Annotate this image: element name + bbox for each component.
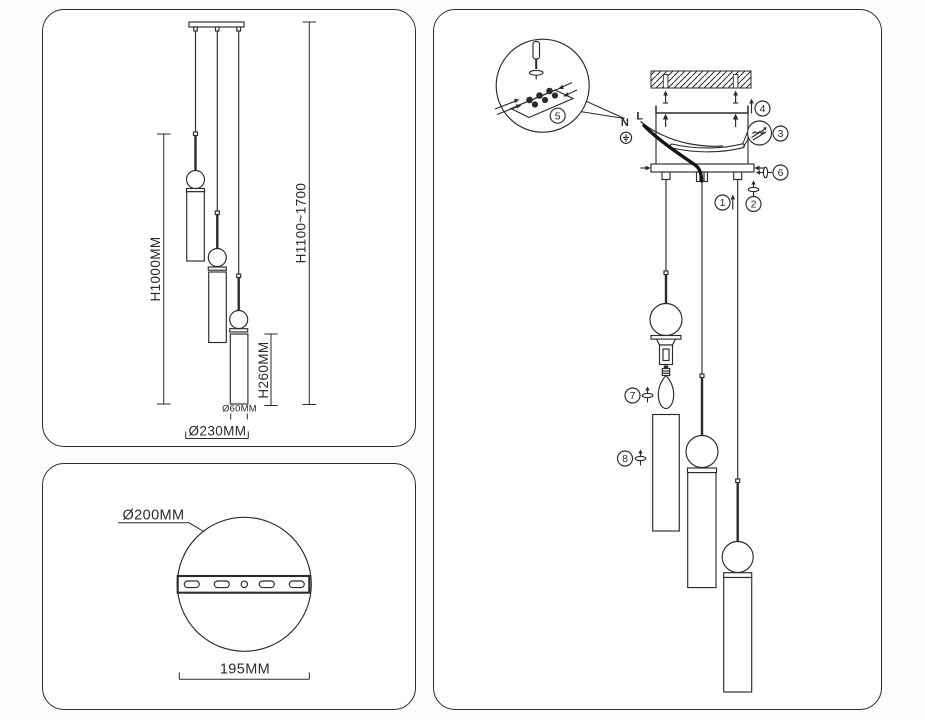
callout-3: 3: [772, 125, 789, 142]
spec-drawing: H1000MM H1100~1700 H260MM Ø60MM Ø230MM: [148, 21, 316, 439]
callout-5: 5: [549, 107, 566, 124]
dim-label-d60: Ø60MM: [222, 404, 257, 415]
pendant-left-exploded: [649, 270, 683, 532]
wire-label-neutral: N: [621, 117, 629, 129]
lamp-socket: [658, 344, 674, 366]
callout-2: 2: [745, 180, 762, 213]
dim-shade-diameter: Ø60MM: [222, 404, 257, 420]
svg-text:3: 3: [778, 128, 784, 140]
callout-6: 6: [756, 164, 789, 181]
suspension-cables: [194, 31, 240, 277]
bulb-base: [663, 365, 669, 369]
dim-label-d230: Ø230MM: [189, 424, 247, 439]
dim-overall-height: H1100~1700: [294, 21, 316, 405]
dim-label-h1000: H1000MM: [148, 236, 163, 301]
canopy-body: [640, 113, 765, 183]
dim-label-195: 195MM: [220, 662, 270, 678]
pendant-middle: [685, 373, 719, 589]
ceiling-hatch: [650, 70, 752, 89]
terminal-detail-circle: 5: [494, 38, 625, 133]
dim-plate-diameter: Ø200MM: [118, 508, 205, 533]
suspension-cables: [665, 179, 739, 479]
screwdriver-icon: [532, 40, 541, 69]
mounting-bracket: [655, 105, 749, 127]
screw-turn-icon: [756, 166, 772, 179]
callout-8: 8: [616, 449, 647, 467]
wire-label-live: L: [636, 110, 643, 122]
screw-turn-icon: [641, 386, 654, 403]
assembly-panel: N L: [433, 9, 882, 710]
svg-text:5: 5: [555, 110, 561, 122]
plate-panel: Ø200MM 195MM: [42, 463, 416, 710]
spec-panel: H1000MM H1100~1700 H260MM Ø60MM Ø230MM: [42, 9, 416, 447]
center-hole: [240, 580, 249, 589]
svg-text:4: 4: [760, 103, 766, 115]
svg-text:1: 1: [720, 197, 726, 209]
canopy-bar: [188, 21, 245, 32]
dim-label-d200: Ø200MM: [122, 508, 184, 524]
pendant-right: [229, 273, 249, 405]
dim-shade-height: H260MM: [256, 333, 278, 406]
dim-label-h260: H260MM: [256, 341, 271, 398]
svg-text:2: 2: [751, 199, 757, 211]
svg-text:7: 7: [630, 390, 636, 402]
terminal-block-icon: [494, 81, 578, 119]
wire-splice-icon: [751, 127, 767, 141]
pendant-left: [185, 131, 206, 262]
callout-7: 7: [624, 386, 654, 404]
svg-text:6: 6: [778, 167, 784, 179]
dim-bracket-length: 195MM: [178, 662, 310, 680]
callout-1: 1: [714, 194, 735, 211]
pendant-middle: [207, 210, 227, 344]
dim-label-overall: H1100~1700: [294, 183, 309, 264]
assembly-drawing: N L: [494, 38, 789, 693]
mounting-bracket: [176, 574, 311, 594]
candle-bulb: [657, 374, 675, 410]
dim-pendant-height: H1000MM: [148, 133, 171, 405]
plate-drawing: Ø200MM 195MM: [118, 508, 312, 680]
splice-detail-circle: [742, 120, 773, 148]
ground-icon: [619, 131, 633, 144]
cylinder-shade: [652, 413, 680, 532]
mains-wiring: [640, 121, 745, 183]
svg-text:8: 8: [622, 453, 628, 465]
screw-turn-icon: [747, 180, 760, 197]
screw-turn-icon: [634, 449, 647, 466]
pendant-right: [721, 478, 754, 693]
callout-4: 4: [749, 98, 771, 117]
dim-canopy-diameter: Ø230MM: [185, 424, 249, 439]
washer-icon: [528, 69, 544, 80]
ceiling-screw-icon: [663, 90, 739, 104]
